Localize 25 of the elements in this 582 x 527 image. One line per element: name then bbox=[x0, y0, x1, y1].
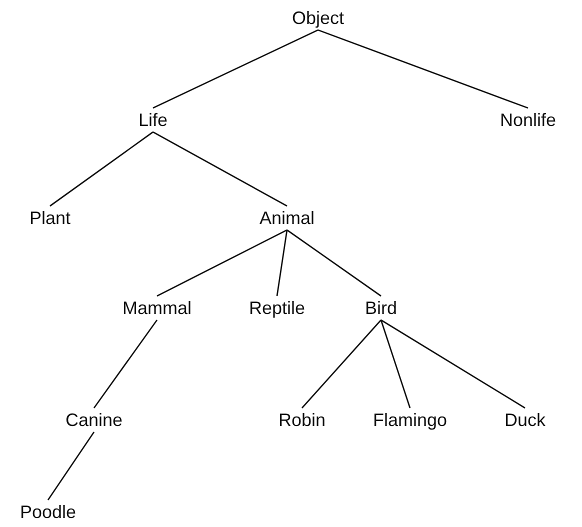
tree-node-label: Nonlife bbox=[500, 110, 556, 130]
connector-line bbox=[276, 230, 288, 296]
connector-line bbox=[152, 29, 318, 109]
tree-node-label: Poodle bbox=[20, 502, 76, 522]
tree-node-label: Canine bbox=[65, 410, 123, 430]
tree-node-label: Plant bbox=[29, 208, 71, 228]
tree-node-label: Robin bbox=[278, 410, 326, 430]
connector-line bbox=[380, 320, 411, 408]
tree-node-label: Animal bbox=[259, 208, 315, 228]
connector-line bbox=[286, 229, 382, 297]
tree-node-label: Life bbox=[138, 110, 168, 130]
tree-node-label: Object bbox=[292, 8, 344, 28]
tree-node-label: Mammal bbox=[122, 298, 192, 318]
connector-line bbox=[50, 131, 154, 207]
tree-node-label: Bird bbox=[365, 298, 397, 318]
connector-line bbox=[152, 131, 288, 207]
connector-line bbox=[156, 229, 288, 297]
tree-node-label: Reptile bbox=[248, 298, 306, 318]
connector-line bbox=[380, 319, 526, 409]
connector-line bbox=[301, 320, 382, 408]
connector-line bbox=[93, 320, 158, 408]
tree-node-label: Flamingo bbox=[372, 410, 448, 430]
connector-line bbox=[47, 432, 95, 500]
connector-line bbox=[318, 29, 528, 109]
tree-node-label: Duck bbox=[504, 410, 546, 430]
